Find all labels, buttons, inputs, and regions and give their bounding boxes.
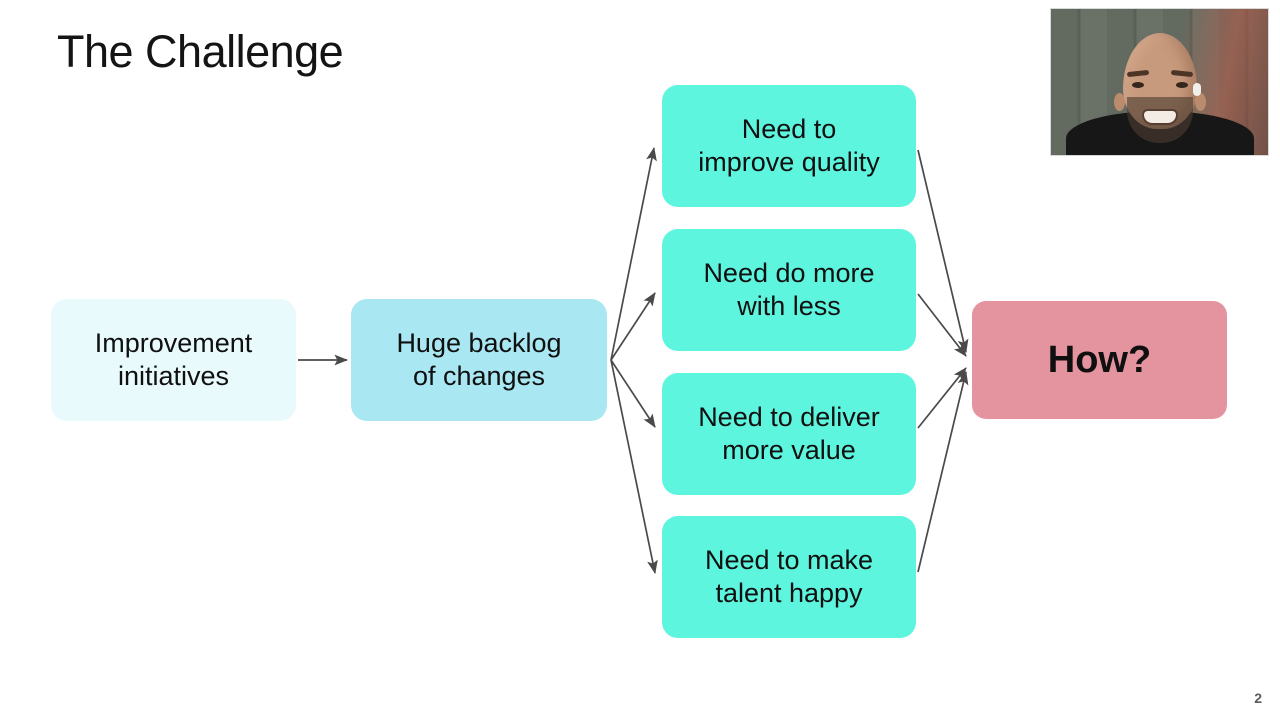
node-label: Need to improve quality — [698, 114, 880, 177]
page-title: The Challenge — [57, 26, 344, 77]
presenter-eye-right — [1175, 82, 1188, 88]
node-need-make-talent-happy[interactable]: Need to make talent happy — [662, 516, 916, 638]
edge-need-4-to-how — [917, 371, 969, 573]
page-number: 2 — [1254, 690, 1262, 706]
edge-need-2-to-how — [917, 293, 967, 357]
node-need-improve-quality[interactable]: Need to improve quality — [662, 85, 916, 207]
edge-backlog-to-need-3 — [610, 359, 656, 428]
node-label: Improvement initiatives — [94, 328, 253, 391]
edge-need-1-to-how — [917, 149, 969, 353]
node-label: Need do more with less — [703, 258, 875, 321]
presenter-eye-left — [1131, 82, 1144, 88]
presenter-video-overlay[interactable] — [1050, 8, 1269, 156]
node-need-do-more-with-less[interactable]: Need do more with less — [662, 229, 916, 351]
presenter-earbud — [1192, 83, 1201, 96]
presenter-ear-left — [1113, 93, 1125, 111]
node-need-deliver-more-value[interactable]: Need to deliver more value — [662, 373, 916, 495]
node-label: Huge backlog of changes — [396, 328, 562, 391]
presenter-mouth — [1143, 111, 1176, 123]
edge-need-3-to-how — [917, 367, 967, 429]
node-how[interactable]: How? — [972, 301, 1227, 419]
edge-backlog-to-need-1 — [610, 147, 657, 361]
node-label: Need to make talent happy — [704, 545, 874, 608]
edge-backlog-to-need-2 — [610, 292, 656, 361]
presenter-ear-right — [1194, 93, 1206, 111]
node-huge-backlog-of-changes[interactable]: Huge backlog of changes — [351, 299, 607, 421]
node-label: How? — [1047, 338, 1152, 381]
node-label: Need to deliver more value — [698, 402, 880, 465]
node-improvement-initiatives[interactable]: Improvement initiatives — [51, 299, 296, 421]
edge-backlog-to-need-4 — [610, 359, 658, 574]
